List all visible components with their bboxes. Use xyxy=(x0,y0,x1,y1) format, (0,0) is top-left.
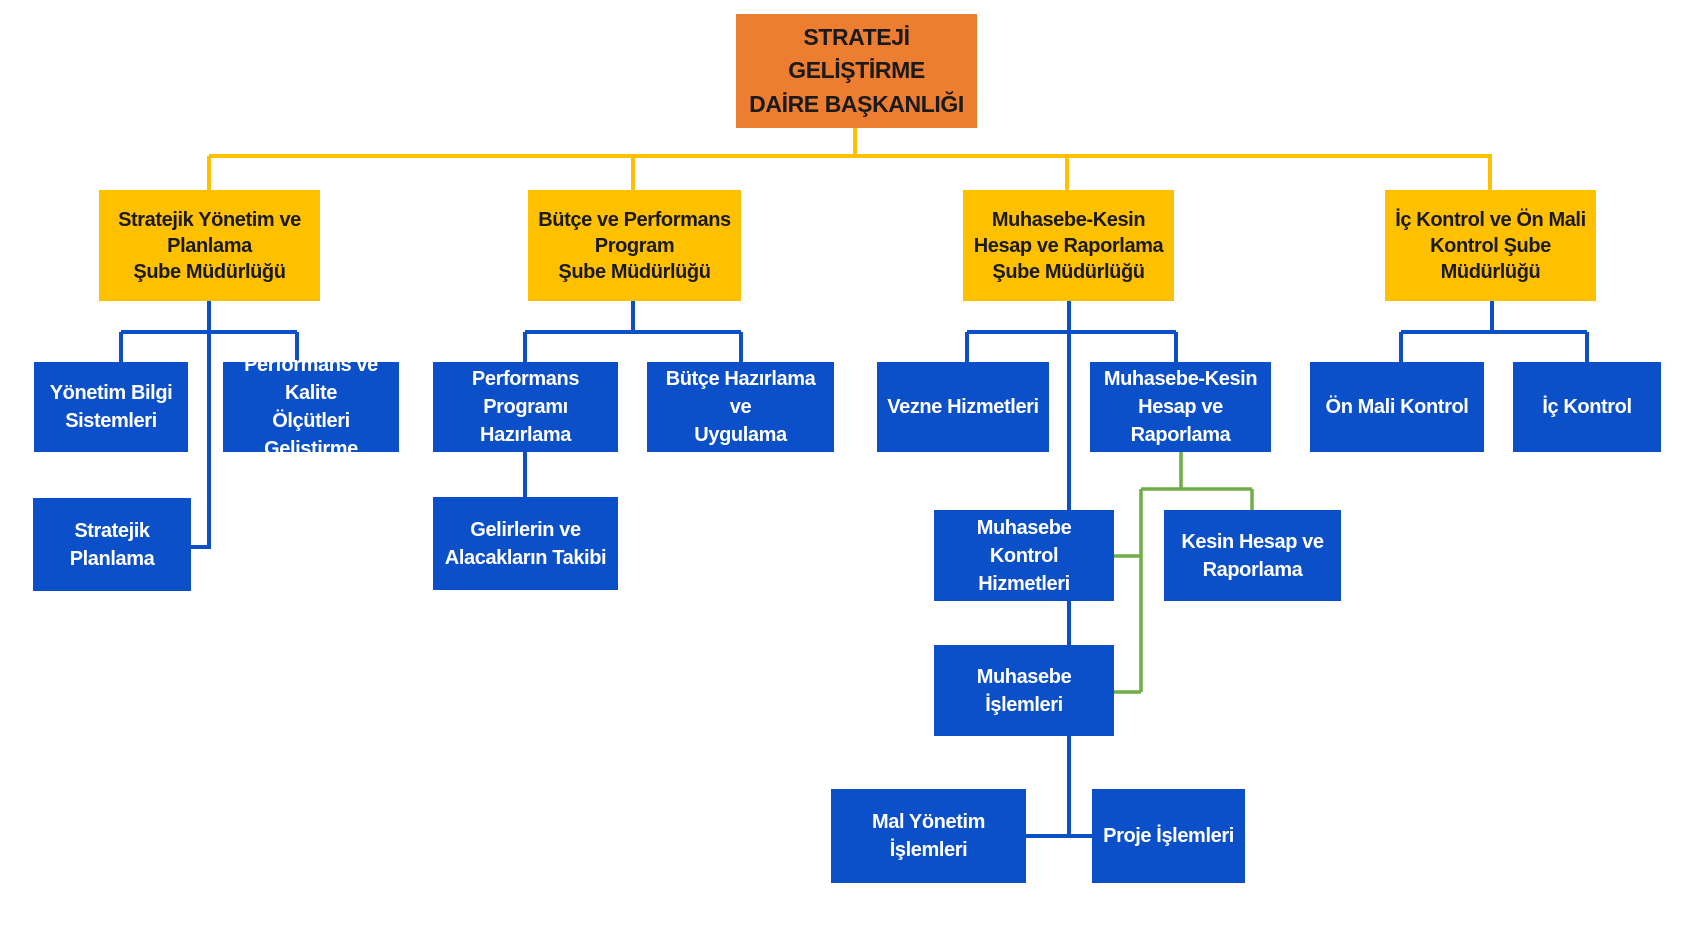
unit-connectors xyxy=(119,301,1589,838)
unit-kesin-hesap-raporlama: Kesin Hesap ve Raporlama xyxy=(1164,510,1341,601)
dept-muhasebe-kesin: Muhasebe-Kesin Hesap ve Raporlama Şube M… xyxy=(963,190,1174,301)
unit-ic-kontrol: İç Kontrol xyxy=(1513,362,1661,452)
dept-stratejik-yonetim: Stratejik Yönetim ve Planlama Şube Müdür… xyxy=(99,190,320,301)
unit-butce-hazirlama: Bütçe Hazırlama ve Uygulama xyxy=(647,362,834,452)
unit-vezne-hizmetleri: Vezne Hizmetleri xyxy=(877,362,1049,452)
dept-butce-performans: Bütçe ve Performans Program Şube Müdürlü… xyxy=(528,190,741,301)
unit-yonetim-bilgi-sistemleri: Yönetim Bilgi Sistemleri xyxy=(34,362,188,452)
unit-performans-kalite: Performans ve Kalite Ölçütleri Geliştirm… xyxy=(223,354,399,460)
unit-on-mali-kontrol: Ön Mali Kontrol xyxy=(1310,362,1484,452)
dept-ic-kontrol: İç Kontrol ve Ön Mali Kontrol Şube Müdür… xyxy=(1385,190,1596,301)
unit-stratejik-planlama: Stratejik Planlama xyxy=(33,498,191,591)
secondary-connectors xyxy=(1114,452,1254,694)
unit-proje-islemleri: Proje İşlemleri xyxy=(1092,789,1245,883)
unit-muhasebe-kesin-hesap: Muhasebe-Kesin Hesap ve Raporlama xyxy=(1090,362,1271,452)
unit-muhasebe-kontrol: Muhasebe Kontrol Hizmetleri xyxy=(934,510,1114,601)
unit-performans-programi: Performans Programı Hazırlama xyxy=(433,362,618,452)
unit-gelirler-takibi: Gelirlerin ve Alacakların Takibi xyxy=(433,497,618,590)
unit-muhasebe-islemleri: Muhasebe İşlemleri xyxy=(934,645,1114,736)
unit-mal-yonetim-islemleri: Mal Yönetim İşlemleri xyxy=(831,789,1026,883)
root-node-daire-baskanligi: STRATEJİ GELİŞTİRME DAİRE BAŞKANLIĞI xyxy=(736,14,977,128)
root-connectors xyxy=(207,128,1492,190)
